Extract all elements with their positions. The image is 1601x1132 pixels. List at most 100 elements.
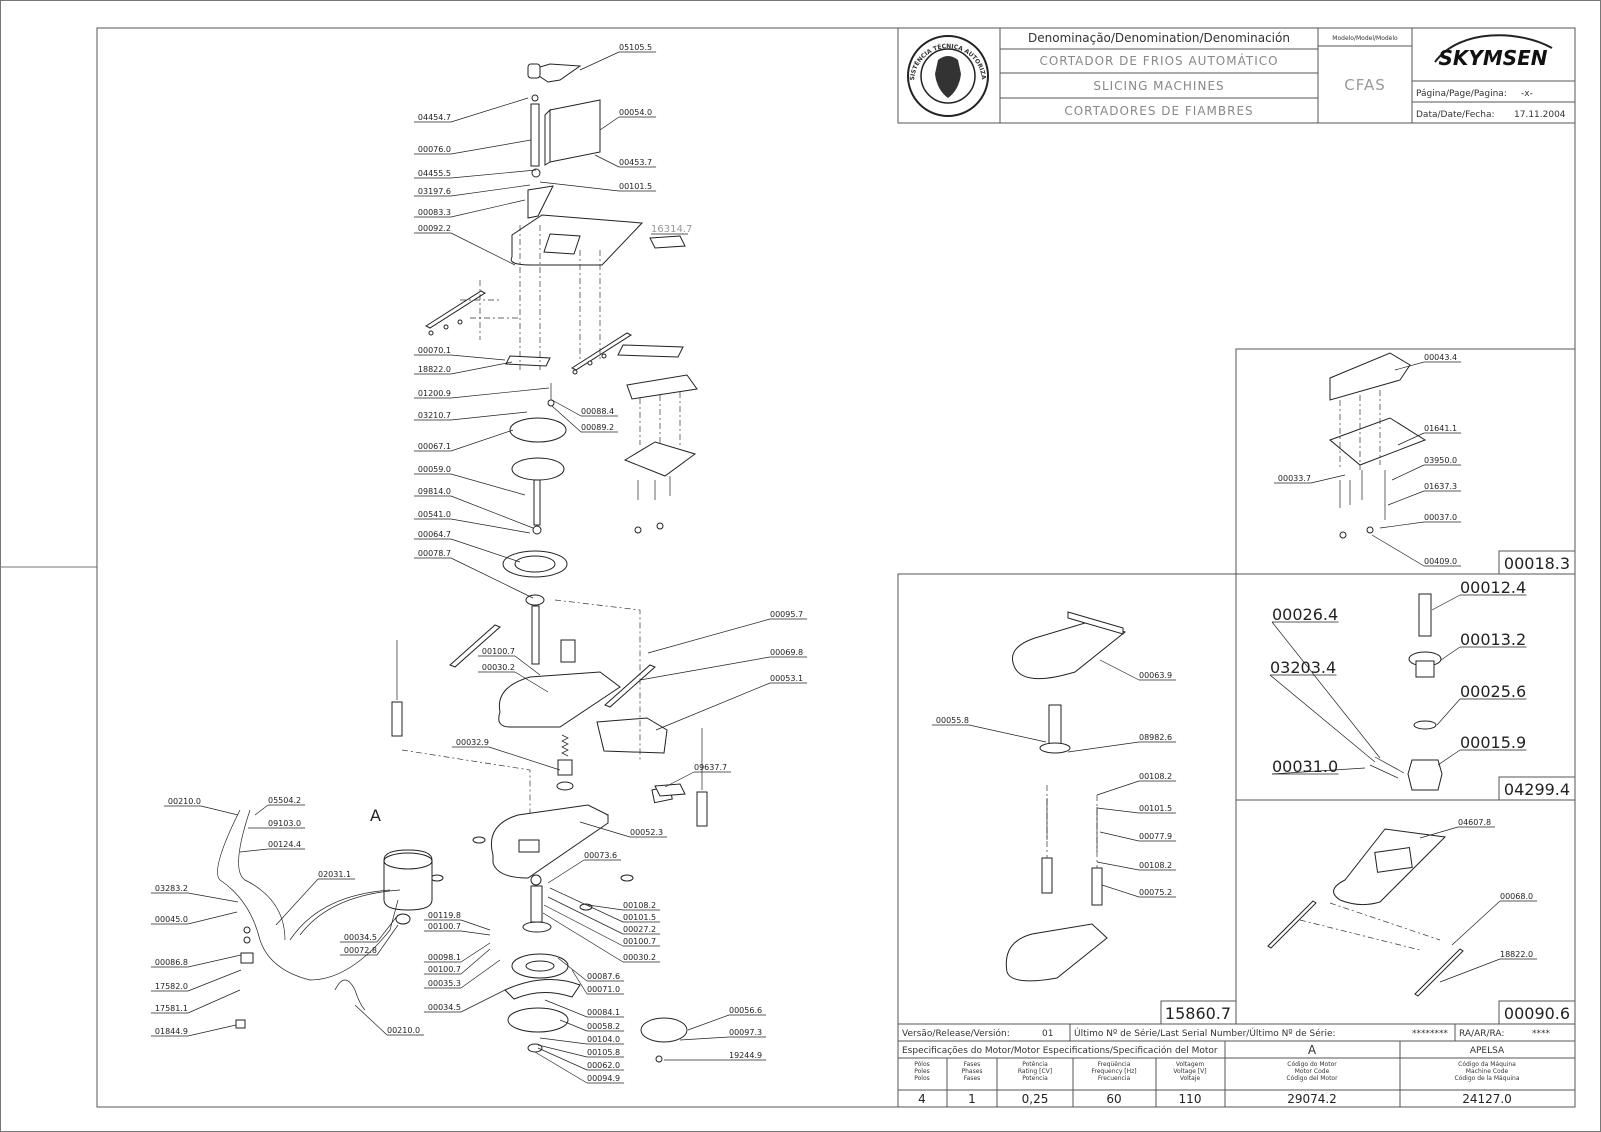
part-label-00026-4: 00026.4 bbox=[1272, 605, 1338, 624]
part-label-00101-5: 00101.5 bbox=[623, 913, 656, 922]
denomination-header: Denominação/Denomination/Denominación bbox=[1028, 31, 1290, 45]
part-label-00062-0: 00062.0 bbox=[587, 1061, 620, 1070]
part-label-00101-5: 00101.5 bbox=[1139, 804, 1172, 813]
part-label-00089-2: 00089.2 bbox=[581, 423, 614, 432]
part-label-00025-6: 00025.6 bbox=[1460, 682, 1526, 701]
motor-value-cell: 110 bbox=[1179, 1092, 1202, 1106]
motor-header-cell: Polos bbox=[914, 1075, 930, 1082]
motor-value-cell: 29074.2 bbox=[1287, 1092, 1337, 1106]
motor-header-cell: Pólos bbox=[914, 1061, 930, 1068]
part-label-19244-9: 19244.9 bbox=[729, 1051, 762, 1060]
part-label-00035-3: 00035.3 bbox=[428, 979, 461, 988]
part-label-03283-2: 03283.2 bbox=[155, 884, 188, 893]
motor-header-cell: Fases bbox=[964, 1075, 981, 1082]
part-label-00030-2: 00030.2 bbox=[623, 953, 656, 962]
part-label-00108-2: 00108.2 bbox=[1139, 772, 1172, 781]
part-label-00068-0: 00068.0 bbox=[1500, 892, 1533, 901]
part-label-00100-7: 00100.7 bbox=[623, 937, 656, 946]
part-label-00087-6: 00087.6 bbox=[587, 972, 620, 981]
part-label-00094-9: 00094.9 bbox=[587, 1074, 620, 1083]
col-a-header: A bbox=[1308, 1043, 1317, 1057]
drawing-frame bbox=[96, 27, 1576, 1108]
part-label-00045-0: 00045.0 bbox=[155, 915, 188, 924]
part-label-04455-5: 04455.5 bbox=[418, 169, 451, 178]
part-label-00069-8: 00069.8 bbox=[770, 648, 803, 657]
part-label-00086-8: 00086.8 bbox=[155, 958, 188, 967]
part-label-00105-8: 00105.8 bbox=[587, 1048, 620, 1057]
motor-header-cell: Fases bbox=[964, 1061, 981, 1068]
part-label-00073-6: 00073.6 bbox=[584, 851, 617, 860]
part-label-00104-0: 00104.0 bbox=[587, 1035, 620, 1044]
motor-header-cell: Voltaje bbox=[1180, 1075, 1201, 1082]
page-label: Página/Page/Pagina: bbox=[1416, 89, 1507, 99]
part-label-00043-4: 00043.4 bbox=[1424, 353, 1457, 362]
detail-box-00018: 00018.3 00043.401641.103950.000033.70163… bbox=[1235, 348, 1576, 575]
title-block: ASSISTÊNCIA TÉCNICA AUTORIZADA Denominaç… bbox=[0, 0, 1576, 124]
part-label-00031-0: 00031.0 bbox=[1272, 757, 1338, 776]
ra-value: **** bbox=[1532, 1029, 1551, 1039]
motor-value-cell: 60 bbox=[1106, 1092, 1121, 1106]
motor-header-cell: Código de la Máquina bbox=[1455, 1075, 1520, 1082]
part-label-09637-7: 09637.7 bbox=[694, 763, 727, 772]
motor-header-cell: Código del Motor bbox=[1286, 1075, 1338, 1082]
part-label-01637-3: 01637.3 bbox=[1424, 482, 1457, 491]
motor-header-cell: Motor Code bbox=[1295, 1068, 1330, 1075]
serial-value: ******** bbox=[1412, 1029, 1449, 1039]
motor-header-cell: Frequency [Hz] bbox=[1091, 1068, 1136, 1075]
part-label-00034-5: 00034.5 bbox=[344, 933, 377, 942]
part-label-00013-2: 00013.2 bbox=[1460, 630, 1526, 649]
svg-text:ASSISTÊNCIA TÉCNICA AUTORIZADA: ASSISTÊNCIA TÉCNICA AUTORIZADA bbox=[0, 0, 987, 81]
motor-spec-table: Especificações do Motor/Motor Especifica… bbox=[897, 1040, 1576, 1108]
part-label-00210-0: 00210.0 bbox=[387, 1026, 420, 1035]
brand-logo: SKYMSEN bbox=[1434, 34, 1553, 70]
part-label-00055-8: 00055.8 bbox=[936, 716, 969, 725]
part-label-00059-0: 00059.0 bbox=[418, 465, 451, 474]
part-label-00053-1: 00053.1 bbox=[770, 674, 803, 683]
part-label-00409-0: 00409.0 bbox=[1424, 557, 1457, 566]
part-label-00108-2: 00108.2 bbox=[1139, 861, 1172, 870]
part-label-00027-2: 00027.2 bbox=[623, 925, 656, 934]
box-code-15860: 15860.7 bbox=[1165, 1004, 1231, 1023]
name-es: CORTADORES DE FIAMBRES bbox=[1064, 104, 1253, 118]
part-label-00067-1: 00067.1 bbox=[418, 442, 451, 451]
part-label-03203-4: 03203.4 bbox=[1270, 658, 1336, 677]
brand-name: SKYMSEN bbox=[1438, 46, 1547, 70]
box-code-00090: 00090.6 bbox=[1504, 1004, 1570, 1023]
date-value: 17.11.2004 bbox=[1514, 110, 1566, 120]
part-label-00070-1: 00070.1 bbox=[418, 346, 451, 355]
motor-spec-title: Especificações do Motor/Motor Especifica… bbox=[902, 1045, 1218, 1056]
part-label-00092-2: 00092.2 bbox=[418, 224, 451, 233]
part-label-00052-3: 00052.3 bbox=[630, 828, 663, 837]
part-label-00101-5: 00101.5 bbox=[619, 182, 652, 191]
box-code-04299: 04299.4 bbox=[1504, 780, 1570, 799]
part-label-03197-6: 03197.6 bbox=[418, 187, 451, 196]
motor-header-cell: Potência bbox=[1022, 1061, 1048, 1068]
part-label-00095-7: 00095.7 bbox=[770, 610, 803, 619]
part-label-00083-3: 00083.3 bbox=[418, 208, 451, 217]
part-label-18822-0: 18822.0 bbox=[1500, 950, 1533, 959]
part-label-05504-2: 05504.2 bbox=[268, 796, 301, 805]
part-label-00054-0: 00054.0 bbox=[619, 108, 652, 117]
release-row: Versão/Release/Versión: 01 Último Nº de … bbox=[897, 1023, 1576, 1042]
part-label-00119-8: 00119.8 bbox=[428, 911, 461, 920]
part-label-00071-0: 00071.0 bbox=[587, 985, 620, 994]
motor-header-cell: Freqüência bbox=[1098, 1061, 1131, 1068]
part-label-00075-2: 00075.2 bbox=[1139, 888, 1172, 897]
part-label-05105-5: 05105.5 bbox=[619, 43, 652, 52]
part-label-09103-0: 09103.0 bbox=[268, 819, 301, 828]
part-label-01641-1: 01641.1 bbox=[1424, 424, 1457, 433]
model-code: CFAS bbox=[1344, 76, 1386, 94]
name-en: SLICING MACHINES bbox=[1093, 79, 1224, 93]
motor-header-cell: Frecuencia bbox=[1098, 1075, 1131, 1082]
model-header: Modelo/Model/Modelo bbox=[1332, 35, 1398, 42]
part-label-03210-7: 03210.7 bbox=[418, 411, 451, 420]
motor-header-cell: Código da Máquina bbox=[1458, 1061, 1516, 1068]
part-label-00058-2: 00058.2 bbox=[587, 1022, 620, 1031]
col-apelsa-header: APELSA bbox=[1470, 1046, 1505, 1056]
section-letter: A bbox=[370, 806, 381, 825]
part-label-00097-3: 00097.3 bbox=[729, 1028, 762, 1037]
part-label-00012-4: 00012.4 bbox=[1460, 578, 1526, 597]
page-value: -x- bbox=[1521, 89, 1533, 99]
